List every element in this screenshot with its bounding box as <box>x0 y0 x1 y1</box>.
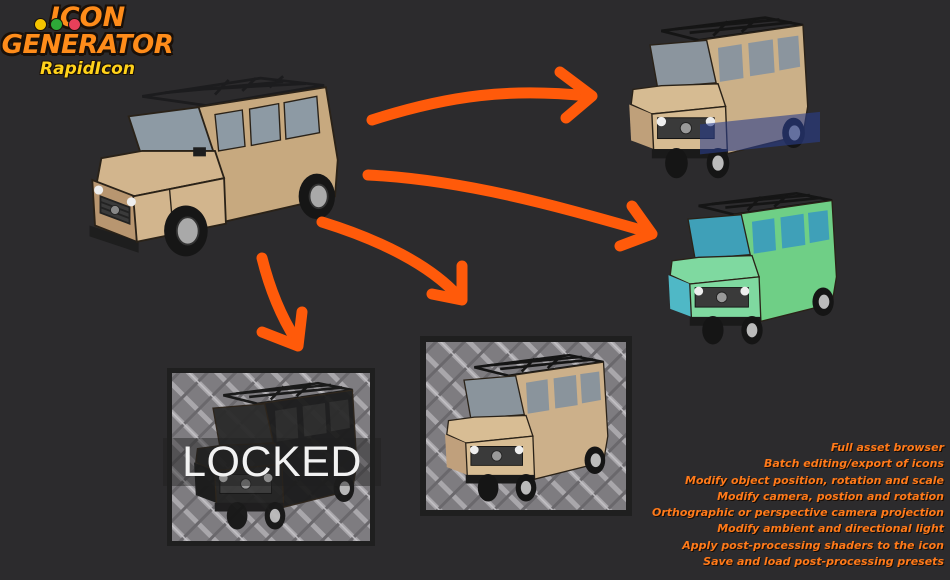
curved-arrow-icon-4-head <box>256 306 308 352</box>
feature-item: Apply post-processing shaders to the ico… <box>682 538 944 552</box>
feature-item: Save and load post-processing presets <box>703 555 944 569</box>
feature-item: Modify camera, postion and rotation <box>717 489 944 503</box>
curved-arrow-icon-1-head <box>554 66 598 124</box>
feature-item: Batch editing/export of icons <box>763 457 944 471</box>
feature-item: Orthographic or perspective camera proje… <box>652 506 944 520</box>
curved-arrow-icon-2 <box>362 169 654 238</box>
source-vehicle-suv-icon <box>88 74 340 258</box>
feature-item: Full asset browser <box>830 441 944 454</box>
locked-label: LOCKED <box>163 438 381 486</box>
output-icon-plain <box>627 16 810 180</box>
locked-icon-tile <box>167 368 375 546</box>
logo-dot-yellow <box>34 18 47 31</box>
curved-arrow-icon-3-head <box>426 260 468 306</box>
curved-arrow-icon-4 <box>256 252 302 346</box>
logo-subtitle: RapidIcon <box>40 59 135 79</box>
rapidicon-logo: ICON GENERATOR RapidIcon <box>0 4 175 82</box>
logo-title-line2: GENERATOR <box>1 30 174 60</box>
feature-list: Full asset browser Batch editing/export … <box>614 440 944 570</box>
logo-dot-green <box>50 18 63 31</box>
output-icon-tinted <box>666 111 838 346</box>
curved-arrow-icon-1 <box>366 87 594 126</box>
feature-item: Modify ambient and directional light <box>717 522 944 536</box>
logo-dot-red <box>68 18 81 31</box>
feature-item: Modify object position, rotation and sca… <box>685 473 944 487</box>
arrows-group <box>256 66 658 352</box>
curved-arrow-icon-3 <box>316 216 464 302</box>
logo-title-line1: ICON <box>49 2 126 33</box>
curved-arrow-icon-2-head <box>614 200 658 252</box>
background-icon-tile <box>420 336 632 516</box>
